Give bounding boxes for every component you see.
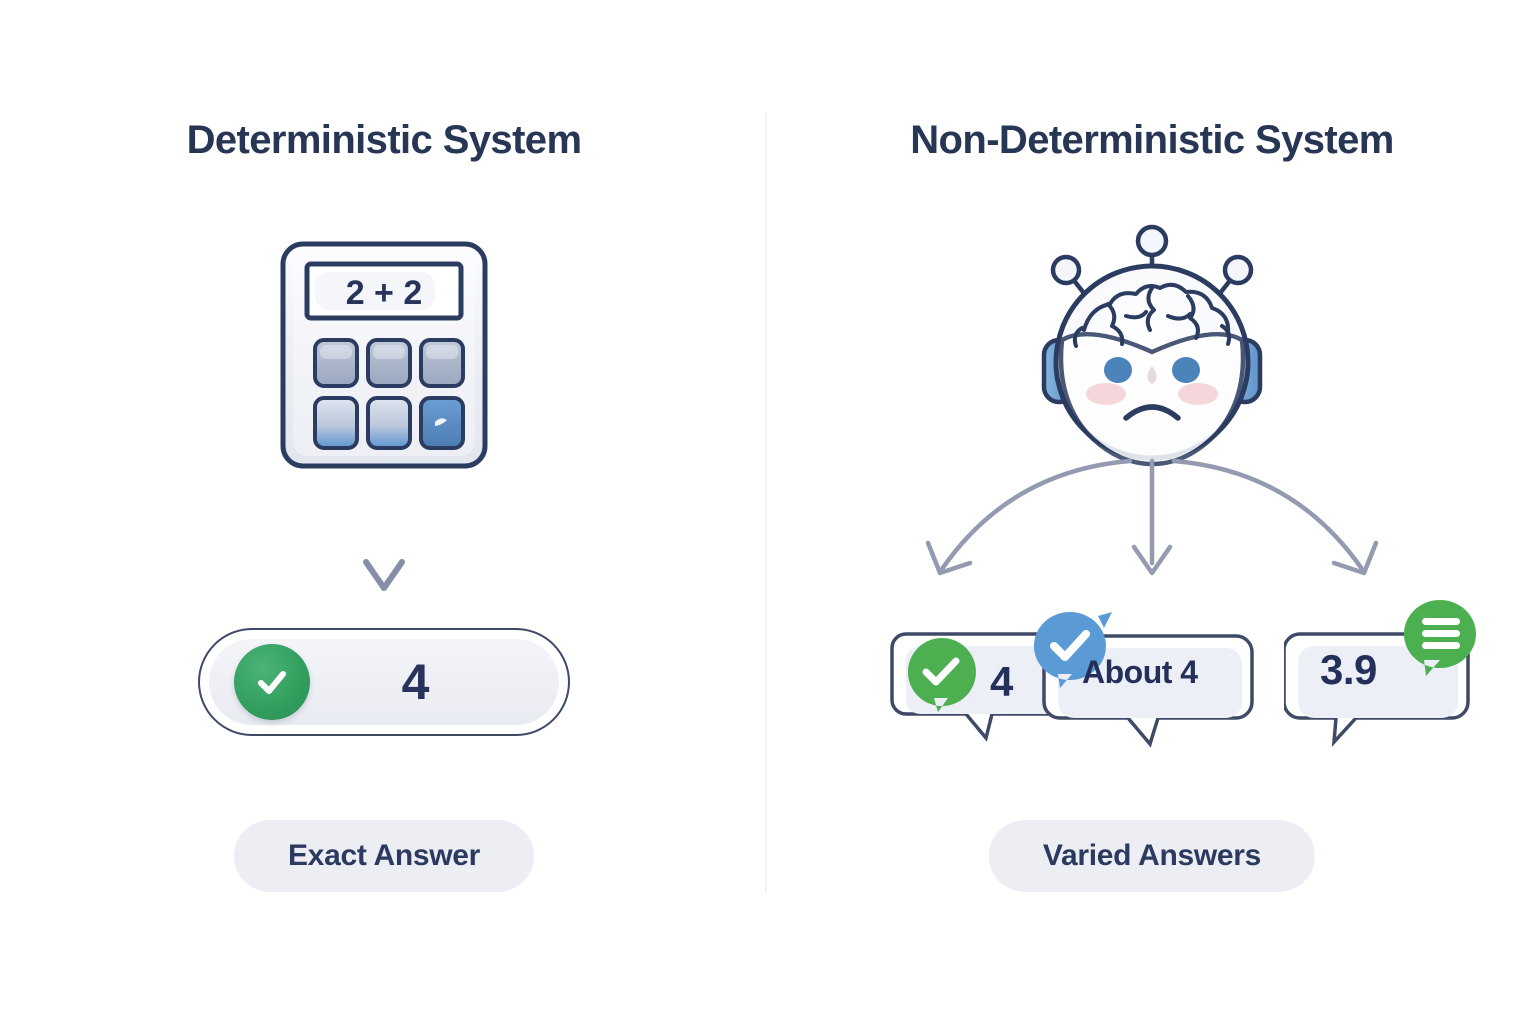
brain-pattern-icon [1072, 282, 1232, 348]
antenna-tip-icon [1135, 224, 1169, 258]
robot-head-with-brain-icon [1022, 222, 1282, 477]
answer-value: 4 [401, 654, 430, 710]
flow-arrow-down [354, 492, 414, 605]
varied-answers-label: Varied Answers [988, 820, 1316, 892]
page-title-non-deterministic: Non-Deterministic System [910, 118, 1394, 162]
calculator-key[interactable] [313, 396, 359, 450]
exact-answer-pill: 4 [198, 628, 570, 736]
cheek-left [1086, 383, 1126, 405]
non-deterministic-panel: Non-Deterministic System [768, 0, 1536, 1024]
cheek-right [1178, 383, 1218, 405]
eye-left [1104, 357, 1132, 383]
page-title-deterministic: Deterministic System [186, 118, 582, 162]
calculator-key[interactable] [366, 338, 412, 388]
curve-right-arrow [1171, 458, 1365, 572]
column-divider [765, 112, 767, 892]
deterministic-panel: Deterministic System [186, 118, 582, 892]
bubble-text: About 4 [1082, 654, 1198, 690]
check-bubble-icon [1033, 612, 1112, 688]
exact-answer-label: Exact Answer [233, 820, 535, 892]
branching-arrows [892, 455, 1412, 600]
answer-bubble[interactable]: 4 [890, 620, 1086, 757]
calculator-illustration: 2 + 2 [269, 236, 499, 481]
antenna-tip-icon [1050, 254, 1082, 286]
answer-bubbles-group: 4 About 4 [842, 586, 1476, 759]
enter-glyph-icon [435, 418, 447, 426]
curve-left-arrow [939, 458, 1133, 572]
message-lines-bubble-icon [1403, 600, 1476, 676]
check-bubble-icon [907, 638, 976, 712]
answer-bubble[interactable]: About 4 [1033, 606, 1268, 759]
calculator-enter-key[interactable] [419, 396, 465, 450]
bubble-text: 3.9 [1320, 646, 1377, 693]
calculator-display: 2 + 2 [346, 274, 423, 312]
calculator-key[interactable] [419, 338, 465, 388]
calculator-key[interactable] [313, 338, 359, 388]
nose [1147, 366, 1157, 384]
antenna-tip-icon [1222, 254, 1254, 286]
answer-bubble[interactable]: 3.9 [1282, 600, 1476, 757]
check-circle-icon [234, 644, 310, 720]
calculator-key[interactable] [366, 396, 412, 450]
bubble-text: 4 [990, 658, 1013, 705]
mouth-frown [1123, 404, 1181, 421]
eye-right [1172, 357, 1200, 383]
